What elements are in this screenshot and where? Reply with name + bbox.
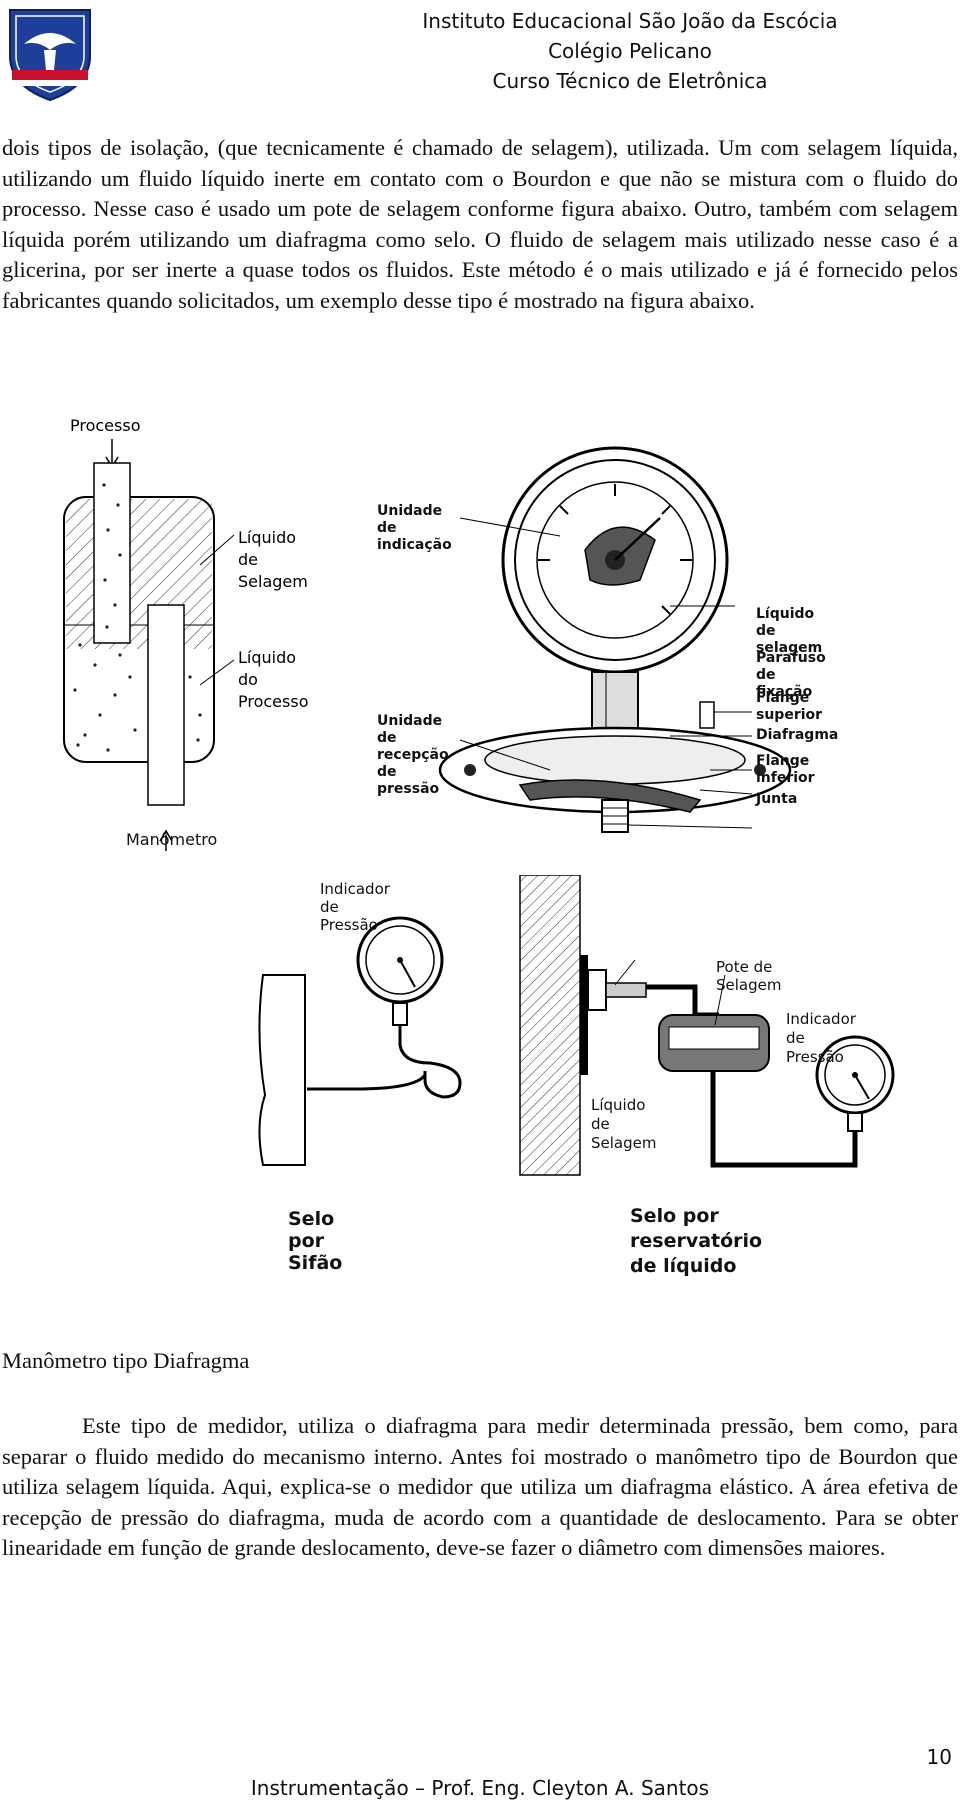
label-manometro: Manômetro (126, 830, 218, 849)
header-institute: Instituto Educacional São João da Escóci… (422, 9, 838, 33)
label-pote-selagem: Pote de Selagem (716, 958, 782, 994)
header-school: Colégio Pelicano (548, 39, 712, 63)
label-parafuso: Parafuso de fixação (756, 650, 826, 700)
header-course: Curso Técnico de Eletrônica (492, 69, 768, 93)
section-title: Manômetro tipo Diafragma (2, 1348, 250, 1373)
label-liquido-selagem-2: de (238, 550, 258, 569)
label-diafragma: Diafragma (756, 727, 839, 743)
label-indicador-pressao-right: Indicador de Pressão (786, 1010, 856, 1066)
seal-pot-figure: Processo Líquido de Selagem Líquido do P… (63, 416, 308, 851)
label-selo-sifao: Selo por Sifão (288, 1208, 343, 1274)
label-processo: Processo (70, 416, 140, 435)
seal-types-figure (258, 875, 895, 1176)
label-selo-reservatorio: Selo por reservatório de líquido (630, 1205, 763, 1277)
label-flange-inferior: Flange inferior (756, 753, 815, 786)
label-unidade-recepcao: Unidade de recepção de pressão (377, 713, 449, 797)
institution-header: Instituto Educacional São João da Escóci… (330, 6, 930, 96)
label-liquido-selagem-reservoir: Líquido de Selagem (591, 1096, 657, 1152)
label-liquido-processo-1: Líquido (238, 648, 296, 667)
intro-paragraph: dois tipos de isolação, (que tecnicament… (2, 135, 958, 313)
label-unidade-indicacao: Unidade de indicação (377, 503, 452, 553)
label-liquido-selagem-gauge: Líquido de selagem (756, 606, 823, 656)
page-number: 10 (926, 1745, 952, 1769)
diaphragm-gauge-figure (438, 446, 792, 833)
label-flange-superior: Flange superior (756, 690, 823, 723)
label-liquido-processo-3: Processo (238, 692, 308, 711)
label-liquido-processo-2: do (238, 670, 258, 689)
label-indicador-pressao-left: Indicador de Pressão (320, 880, 390, 934)
diaphragm-paragraph: Este tipo de medidor, utiliza o diafragm… (2, 1413, 958, 1560)
label-junta: Junta (756, 791, 798, 807)
page-footer: Instrumentação – Prof. Eng. Cleyton A. S… (250, 1776, 710, 1800)
label-liquido-selagem-1: Líquido (238, 528, 296, 547)
label-liquido-selagem-3: Selagem (238, 572, 308, 591)
school-logo (9, 9, 91, 102)
